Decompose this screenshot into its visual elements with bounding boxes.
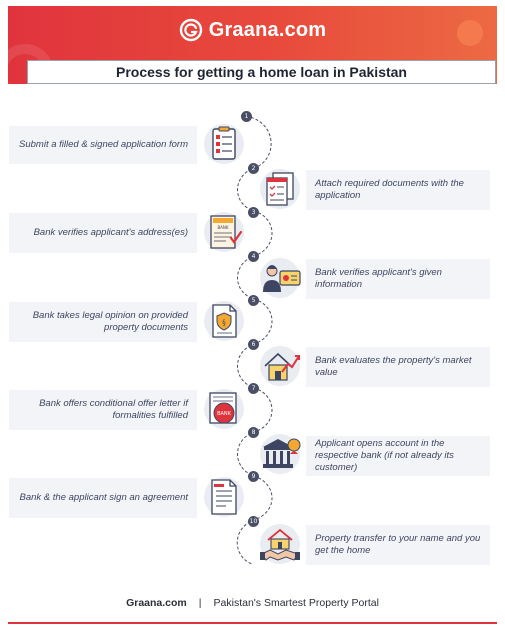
bank-offer-letter-icon: BANK	[200, 385, 248, 433]
step-8-box: Applicant opens account in the respectiv…	[306, 436, 490, 476]
decorative-dot	[457, 20, 483, 46]
step-6-text: Bank evaluates the property's market val…	[315, 355, 472, 378]
application-form-icon	[200, 120, 248, 168]
step-3-box: Bank verifies applicant's address(es)	[9, 213, 197, 253]
legal-document-icon: §	[200, 297, 248, 345]
footer-rule	[8, 622, 497, 624]
step-2-box: Attach required documents with the appli…	[306, 170, 490, 210]
step-4-box: Bank verifies applicant's given informat…	[306, 259, 490, 299]
id-card-person-icon	[256, 254, 304, 302]
step-5-box: Bank takes legal opinion on provided pro…	[9, 302, 197, 342]
step-number-6: 6	[248, 339, 259, 350]
step-number-5: 5	[248, 295, 259, 306]
step-number-10: 10	[248, 516, 259, 527]
step-number-3: 3	[248, 207, 259, 218]
graana-g-icon	[179, 18, 202, 42]
step-9-box: Bank & the applicant sign an agreement	[9, 478, 197, 518]
step-4-text: Bank verifies applicant's given informat…	[315, 267, 442, 290]
svg-text:BANK: BANK	[217, 225, 228, 230]
footer: Graana.com | Pakistan's Smartest Property …	[0, 597, 505, 609]
step-6-box: Bank evaluates the property's market val…	[306, 347, 490, 387]
house-value-chart-icon	[256, 342, 304, 390]
svg-text:BANK: BANK	[217, 411, 232, 417]
brand-logo: Graana.com	[8, 18, 497, 42]
step-number-7: 7	[248, 383, 259, 394]
step-1-text: Submit a filled & signed application for…	[19, 139, 188, 150]
title-box: Process for getting a home loan in Pakis…	[27, 60, 496, 84]
bank-letter-icon: BANK	[200, 208, 248, 256]
svg-text:§: §	[222, 319, 226, 327]
header-banner: Graana.com Process for getting a home lo…	[8, 6, 497, 84]
step-1-box: Submit a filled & signed application for…	[9, 126, 197, 164]
bank-building-icon	[256, 430, 304, 478]
step-number-2: 2	[248, 163, 259, 174]
step-number-8: 8	[248, 427, 259, 438]
step-number-1: 1	[241, 111, 252, 122]
documents-checklist-icon	[256, 165, 304, 213]
step-number-4: 4	[248, 251, 259, 262]
step-8-text: Applicant opens account in the respectiv…	[315, 438, 454, 473]
brand-name: Graana.com	[208, 18, 327, 41]
step-10-box: Property transfer to your name and you g…	[306, 525, 490, 565]
step-9-text: Bank & the applicant sign an agreement	[19, 492, 188, 503]
step-number-9: 9	[248, 471, 259, 482]
footer-brand: Graana.com	[126, 597, 187, 609]
step-2-text: Attach required documents with the appli…	[315, 178, 464, 201]
footer-tagline: Pakistan's Smartest Property Portal	[213, 597, 379, 609]
page-title: Process for getting a home loan in Pakis…	[116, 64, 407, 80]
house-handshake-icon	[256, 520, 304, 568]
step-5-text: Bank takes legal opinion on provided pro…	[32, 310, 188, 333]
step-3-text: Bank verifies applicant's address(es)	[33, 227, 188, 238]
agreement-document-icon	[200, 473, 248, 521]
step-7-text: Bank offers conditional offer letter if …	[39, 398, 188, 421]
step-10-text: Property transfer to your name and you g…	[315, 533, 481, 556]
footer-separator: |	[198, 597, 202, 609]
step-7-box: Bank offers conditional offer letter if …	[9, 390, 197, 430]
